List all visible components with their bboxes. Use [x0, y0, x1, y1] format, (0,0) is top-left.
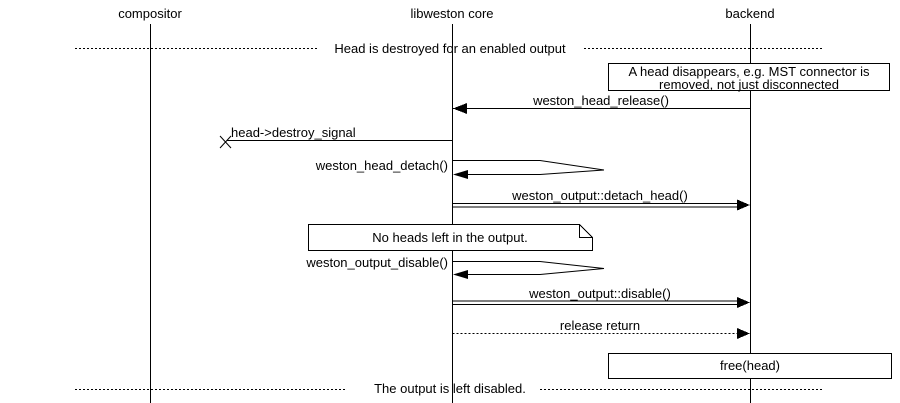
arrow-disable: [452, 297, 750, 308]
label-disable: weston_output::disable(): [529, 286, 671, 301]
arrow-detach-head: [452, 199, 750, 211]
note-no-heads-label: No heads left in the output.: [372, 230, 528, 245]
arrow-head-release: [453, 103, 751, 114]
label-release-return: release return: [559, 318, 641, 333]
arrow-release-return: [452, 328, 750, 339]
note-head-disappears-line2: removed, not just disconnected: [659, 77, 839, 92]
divider-top-label: Head is destroyed for an enabled output: [334, 41, 566, 56]
label-output-disable: weston_output_disable(): [306, 255, 448, 270]
arrow-output-disable-self: [452, 261, 605, 279]
actor-libweston-core: libweston core: [410, 6, 494, 21]
note-free-head: free(head): [608, 353, 892, 379]
note-head-disappears-line1: A head disappears, e.g. MST connector is: [628, 64, 870, 79]
arrow-head-detach-self: [452, 160, 605, 179]
actor-backend: backend: [725, 6, 775, 21]
label-head-release: weston_head_release(): [533, 93, 669, 108]
arrow-destroy-signal: [219, 135, 453, 149]
label-head-detach: weston_head_detach(): [315, 158, 448, 173]
note-head-disappears: A head disappears, e.g. MST connector is…: [608, 63, 890, 91]
actor-compositor: compositor: [118, 6, 182, 21]
label-detach-head: weston_output::detach_head(): [512, 188, 688, 203]
label-destroy-signal: head->destroy_signal: [231, 125, 356, 140]
note-no-heads-shape: [308, 224, 593, 251]
divider-bottom-label: The output is left disabled.: [374, 381, 526, 396]
